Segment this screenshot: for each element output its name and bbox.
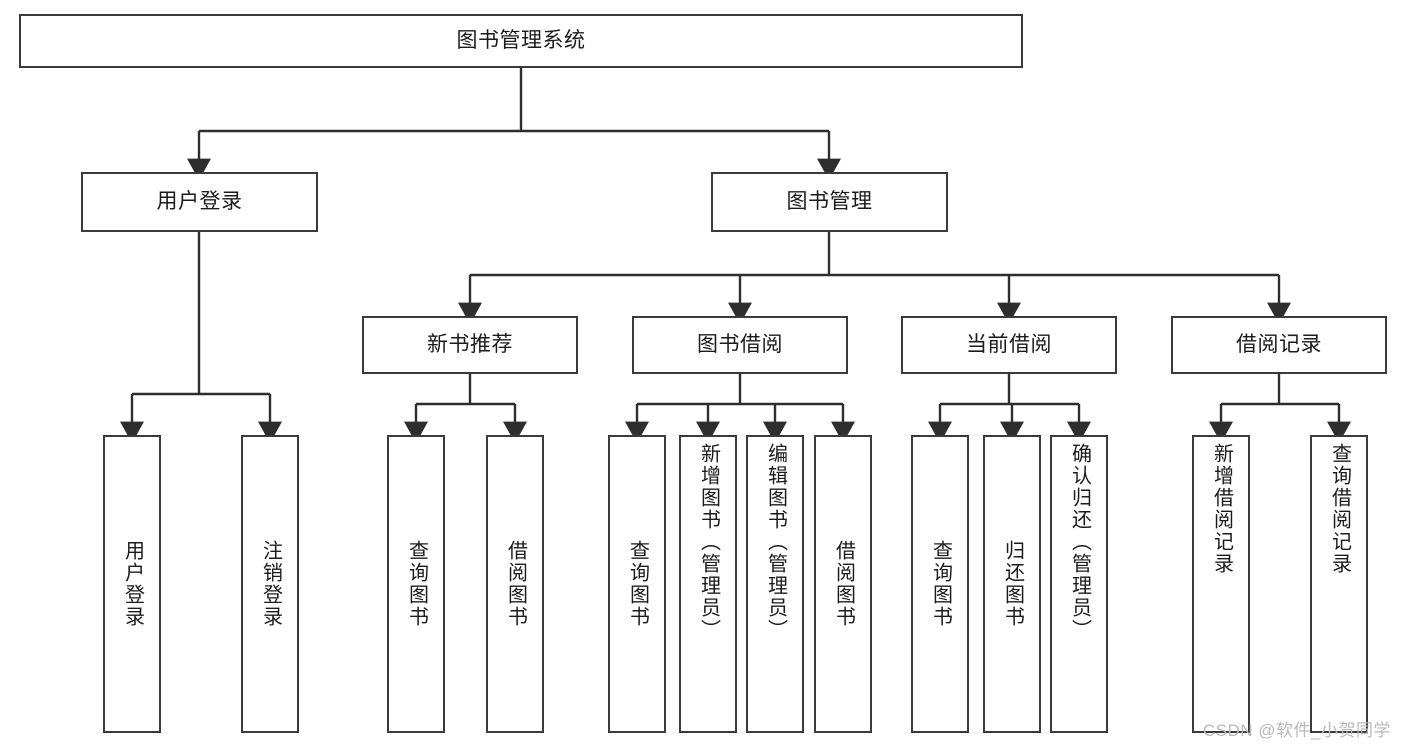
flow-node-label: 新增借阅记录 [1210, 443, 1233, 575]
flow-node-label: 归还图书 [1001, 540, 1024, 628]
flow-node-label: 注销登录 [259, 540, 282, 628]
leaf-node-11[interactable]: 新增借阅记录 [1192, 435, 1250, 733]
watermark-text: CSDN @软件_小贺同学 [1202, 721, 1391, 740]
leaf-node-0[interactable]: 用户登录 [103, 435, 161, 733]
leaf-node-6[interactable]: 编辑图书（管理员） [746, 435, 804, 733]
flow-node-label: 新书推荐 [427, 332, 513, 356]
leaf-node-2[interactable]: 查询图书 [387, 435, 445, 733]
flow-node-0[interactable]: 图书管理系统 [19, 14, 1023, 68]
flow-node-label: 查询图书 [405, 540, 428, 628]
flow-node-label: 图书借阅 [697, 332, 783, 356]
flow-node-label: 借阅图书 [832, 540, 855, 628]
flow-node-3[interactable]: 新书推荐 [362, 316, 578, 374]
flow-node-2[interactable]: 图书管理 [711, 172, 948, 232]
leaf-node-5[interactable]: 新增图书（管理员） [679, 435, 737, 733]
flow-node-4[interactable]: 图书借阅 [632, 316, 848, 374]
flow-node-label: 借阅记录 [1236, 332, 1322, 356]
flow-node-label: 查询图书 [626, 540, 649, 628]
flow-node-label: 当前借阅 [966, 332, 1052, 356]
leaf-node-7[interactable]: 借阅图书 [814, 435, 872, 733]
leaf-node-1[interactable]: 注销登录 [241, 435, 299, 733]
flow-node-label: 图书管理系统 [456, 28, 586, 52]
leaf-node-10[interactable]: 确认归还（管理员） [1050, 435, 1108, 733]
flow-node-label: 确认归还（管理员） [1068, 443, 1091, 641]
flow-node-label: 新增图书（管理员） [697, 443, 720, 641]
flow-node-label: 查询借阅记录 [1328, 443, 1351, 575]
leaf-node-3[interactable]: 借阅图书 [486, 435, 544, 733]
flow-node-label: 借阅图书 [504, 540, 527, 628]
flow-node-6[interactable]: 借阅记录 [1171, 316, 1387, 374]
leaf-node-4[interactable]: 查询图书 [608, 435, 666, 733]
flow-node-label: 图书管理 [786, 189, 873, 213]
flow-node-5[interactable]: 当前借阅 [901, 316, 1117, 374]
leaf-node-9[interactable]: 归还图书 [983, 435, 1041, 733]
flow-node-label: 用户登录 [121, 540, 144, 628]
leaf-node-8[interactable]: 查询图书 [911, 435, 969, 733]
flow-node-label: 用户登录 [156, 189, 243, 213]
flow-node-label: 编辑图书（管理员） [764, 443, 787, 641]
leaf-node-12[interactable]: 查询借阅记录 [1310, 435, 1368, 733]
flow-node-1[interactable]: 用户登录 [81, 172, 318, 232]
flow-node-label: 查询图书 [929, 540, 952, 628]
